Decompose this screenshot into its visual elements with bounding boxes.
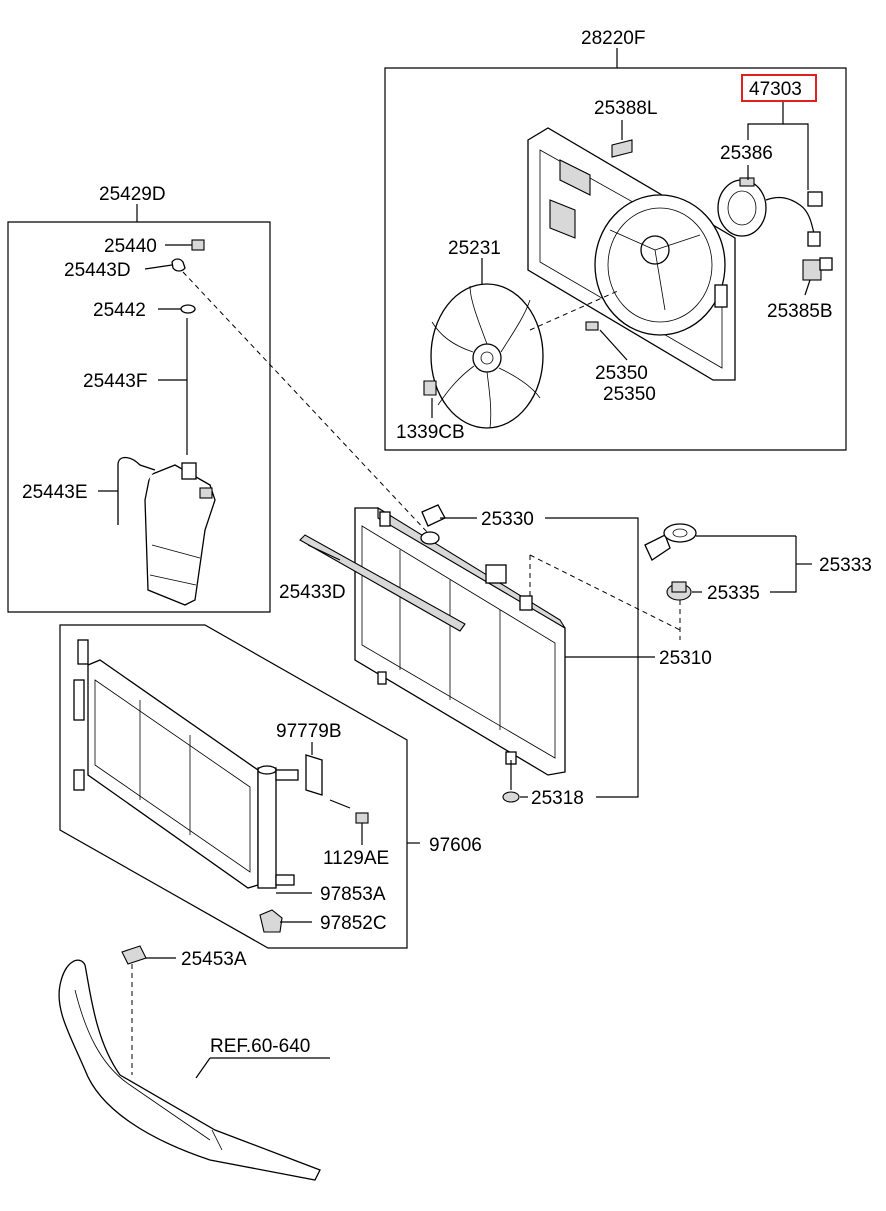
label-25330: 25330 [481,509,534,530]
fan-connector [802,257,833,281]
condenser-assembly-box [59,624,408,949]
reservoir-tank [144,462,216,606]
label-25350-b: 25350 [603,384,656,405]
condenser-bracket-icon [305,754,323,796]
leader-25333-b [770,536,797,593]
reservoir-assembly-box [7,221,271,613]
insulator [666,581,692,601]
label-25453A: 25453A [181,949,247,970]
label-25231: 25231 [448,238,501,259]
label-25310: 25310 [659,648,712,669]
fan-blade [430,283,544,429]
label-25443F: 25443F [83,371,147,392]
leader-ref [195,1057,211,1079]
label-25443D: 25443D [64,260,131,281]
leader-25433D [307,544,341,561]
fan-shroud [527,127,736,381]
reservoir-cap-icon [191,239,205,251]
label-25442: 25442 [93,300,146,321]
fan-assembly-box [384,67,847,451]
label-ref[interactable]: REF.60-640 [210,1036,310,1057]
label-97606: 97606 [429,835,482,856]
leader-1129AE-a [329,799,351,809]
bolt-icon [355,812,369,824]
radiator-dash [529,554,681,631]
hose-e-icon [117,456,156,525]
label-25385B: 25385B [767,301,833,322]
label-25443E: 25443E [22,482,88,503]
label-25318: 25318 [531,788,584,809]
label-icon [611,139,633,158]
radiator-core [354,507,566,776]
seal-strip [299,534,466,632]
label-25453A-icon [121,945,147,965]
nut-icon [423,380,437,396]
leader-25385B [804,279,811,296]
air-guide [58,959,321,1181]
hose-clip-icon [171,258,186,272]
label-25429D: 25429D [99,184,166,205]
label-1129AE: 1129AE [323,848,389,869]
fan-motor [717,177,823,247]
leader-25443D [144,264,173,270]
reservoir-dash [182,271,429,534]
label-25333: 25333 [819,555,872,576]
fan-dash [529,289,621,331]
label-25433D: 25433D [279,582,346,603]
label-25386: 25386 [720,143,773,164]
condenser-core [73,639,259,889]
drier-cap-icon [259,909,283,933]
label-97779B: 97779B [276,721,342,742]
washer-icon [180,304,196,314]
leader-47303 [747,101,784,140]
leader-47303b [783,123,809,190]
label-1339CB: 1339CB [396,422,465,443]
label-25440: 25440 [104,236,157,257]
label-28220F: 28220F [581,28,645,49]
label-25388L: 25388L [594,98,657,119]
label-97852C: 97852C [320,913,387,934]
receiver-drier [257,765,299,889]
radiator-cap-icon [421,504,446,527]
radiator-bracket [644,523,697,561]
label-25350-a: 25350 [595,363,648,384]
mount-icon [502,791,520,803]
leader-25350 [599,329,628,361]
label-47303: 47303 [749,79,802,100]
highlight-box [741,74,817,102]
label-97853A: 97853A [320,884,386,905]
label-25335: 25335 [707,583,760,604]
screw-icon [585,321,599,331]
